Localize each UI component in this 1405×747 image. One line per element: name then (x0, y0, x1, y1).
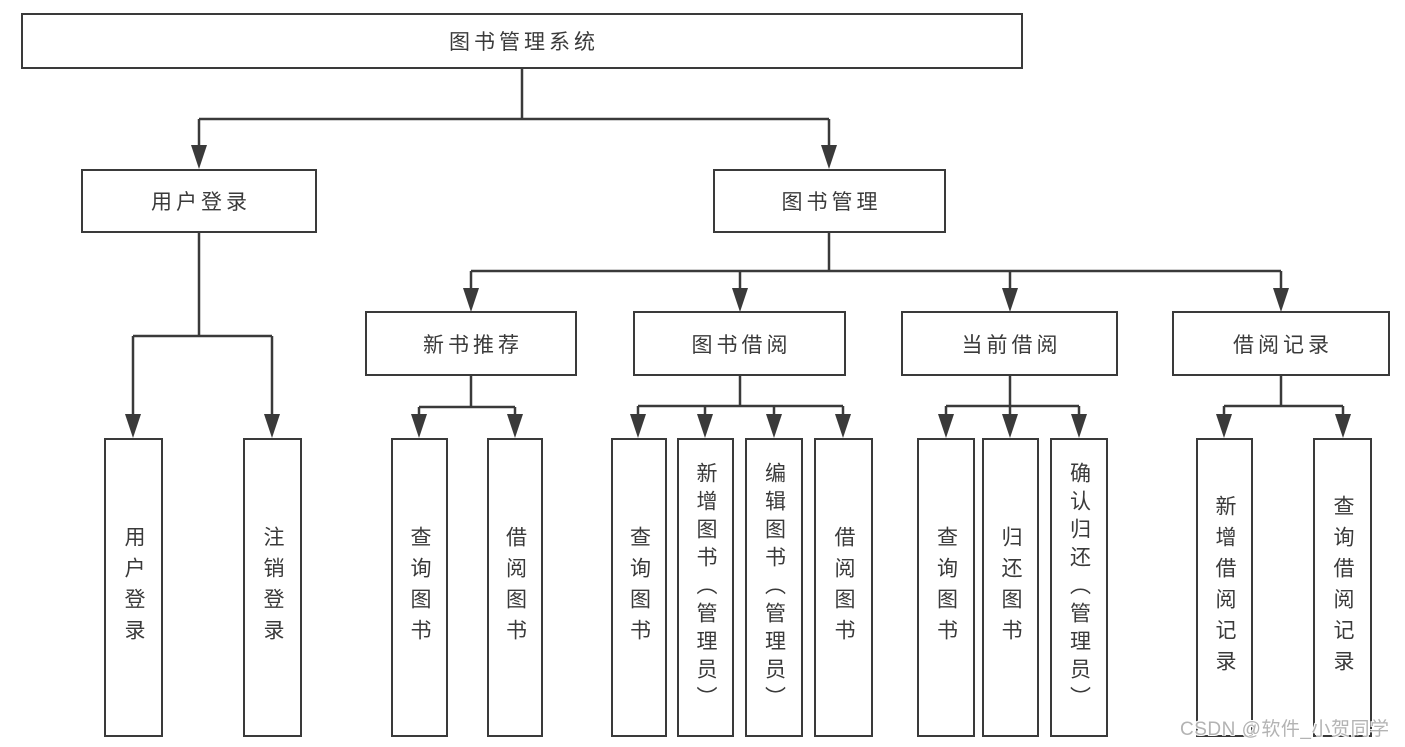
arrowhead (697, 414, 713, 438)
node-label: 图书借阅 (691, 333, 792, 357)
leaf-label: 编辑图书（管理员） (762, 461, 786, 714)
arrowhead (766, 414, 782, 438)
leaf-query-books-current: 查询图书 (917, 438, 975, 737)
leaf-borrow-books-recommend: 借阅图书 (487, 438, 543, 737)
leaf-label: 用户登录 (122, 525, 145, 650)
leaf-query-books-recommend: 查询图书 (391, 438, 448, 737)
arrowhead (191, 145, 207, 169)
leaf-label: 新增借阅记录 (1213, 494, 1236, 681)
arrowheads (125, 145, 1351, 438)
arrowhead (835, 414, 851, 438)
node-label: 图书管理 (781, 191, 882, 214)
leaf-return-books: 归还图书 (982, 438, 1039, 737)
connector-book-management-to-groups (469, 232, 1283, 293)
connector-book-borrow-group (636, 376, 845, 418)
arrowhead (463, 288, 479, 312)
connector-root-to-level2 (197, 69, 831, 150)
arrowhead (1273, 288, 1289, 312)
node-root-system: 图书管理系统 (21, 13, 1023, 69)
arrowhead (1002, 288, 1018, 312)
connector-new-book-group (417, 376, 517, 418)
arrowhead (411, 414, 427, 438)
arrowhead (1002, 414, 1018, 438)
leaf-user-login: 用户登录 (104, 438, 163, 737)
leaf-label: 借阅图书 (503, 525, 527, 650)
arrowhead (732, 288, 748, 312)
arrowhead (264, 414, 280, 438)
leaf-label: 新增图书（管理员） (694, 461, 717, 714)
leaf-logout: 注销登录 (243, 438, 302, 737)
node-label: 图书管理系统 (449, 31, 599, 54)
leaf-query-books-borrow: 查询图书 (611, 438, 667, 737)
arrowhead (1071, 414, 1087, 438)
arrowhead (1335, 414, 1351, 438)
node-label: 新书推荐 (423, 333, 523, 357)
leaf-add-books-admin: 新增图书（管理员） (677, 438, 734, 737)
arrowhead (938, 414, 954, 438)
arrowhead (821, 145, 837, 169)
leaf-query-borrow-record: 查询借阅记录 (1313, 438, 1372, 737)
csdn-watermark: CSDN @软件_小贺同学 (1180, 719, 1390, 740)
leaf-label: 归还图书 (999, 525, 1022, 650)
arrowhead (1216, 414, 1232, 438)
leaf-label: 查询借阅记录 (1331, 494, 1354, 681)
leaf-label: 注销登录 (261, 525, 284, 650)
node-label: 用户登录 (151, 191, 251, 214)
leaf-add-borrow-record: 新增借阅记录 (1196, 438, 1253, 737)
arrowhead (630, 414, 646, 438)
node-book-management: 图书管理 (713, 169, 946, 233)
node-book-borrow: 图书借阅 (633, 311, 846, 376)
node-new-book-recommend: 新书推荐 (365, 311, 577, 376)
connector-current-borrow-group (944, 376, 1081, 418)
leaf-borrow-books: 借阅图书 (814, 438, 873, 737)
node-label: 当前借阅 (961, 333, 1062, 357)
arrowhead (125, 414, 141, 438)
leaf-label: 确认归还（管理员） (1067, 461, 1091, 714)
leaf-confirm-return-admin: 确认归还（管理员） (1050, 438, 1108, 737)
node-user-login: 用户登录 (81, 169, 317, 233)
arrowhead (507, 414, 523, 438)
leaf-label: 查询图书 (627, 525, 651, 650)
connector-lines (131, 69, 1345, 418)
connector-user-login-to-leaves (131, 232, 274, 418)
leaf-label: 查询图书 (408, 525, 431, 650)
node-borrow-records: 借阅记录 (1172, 311, 1390, 376)
connector-borrow-record-group (1222, 376, 1345, 418)
node-current-borrow: 当前借阅 (901, 311, 1118, 376)
node-label: 借阅记录 (1233, 333, 1333, 357)
leaf-edit-books-admin: 编辑图书（管理员） (745, 438, 803, 737)
leaf-label: 借阅图书 (832, 525, 855, 650)
leaf-label: 查询图书 (934, 525, 958, 650)
